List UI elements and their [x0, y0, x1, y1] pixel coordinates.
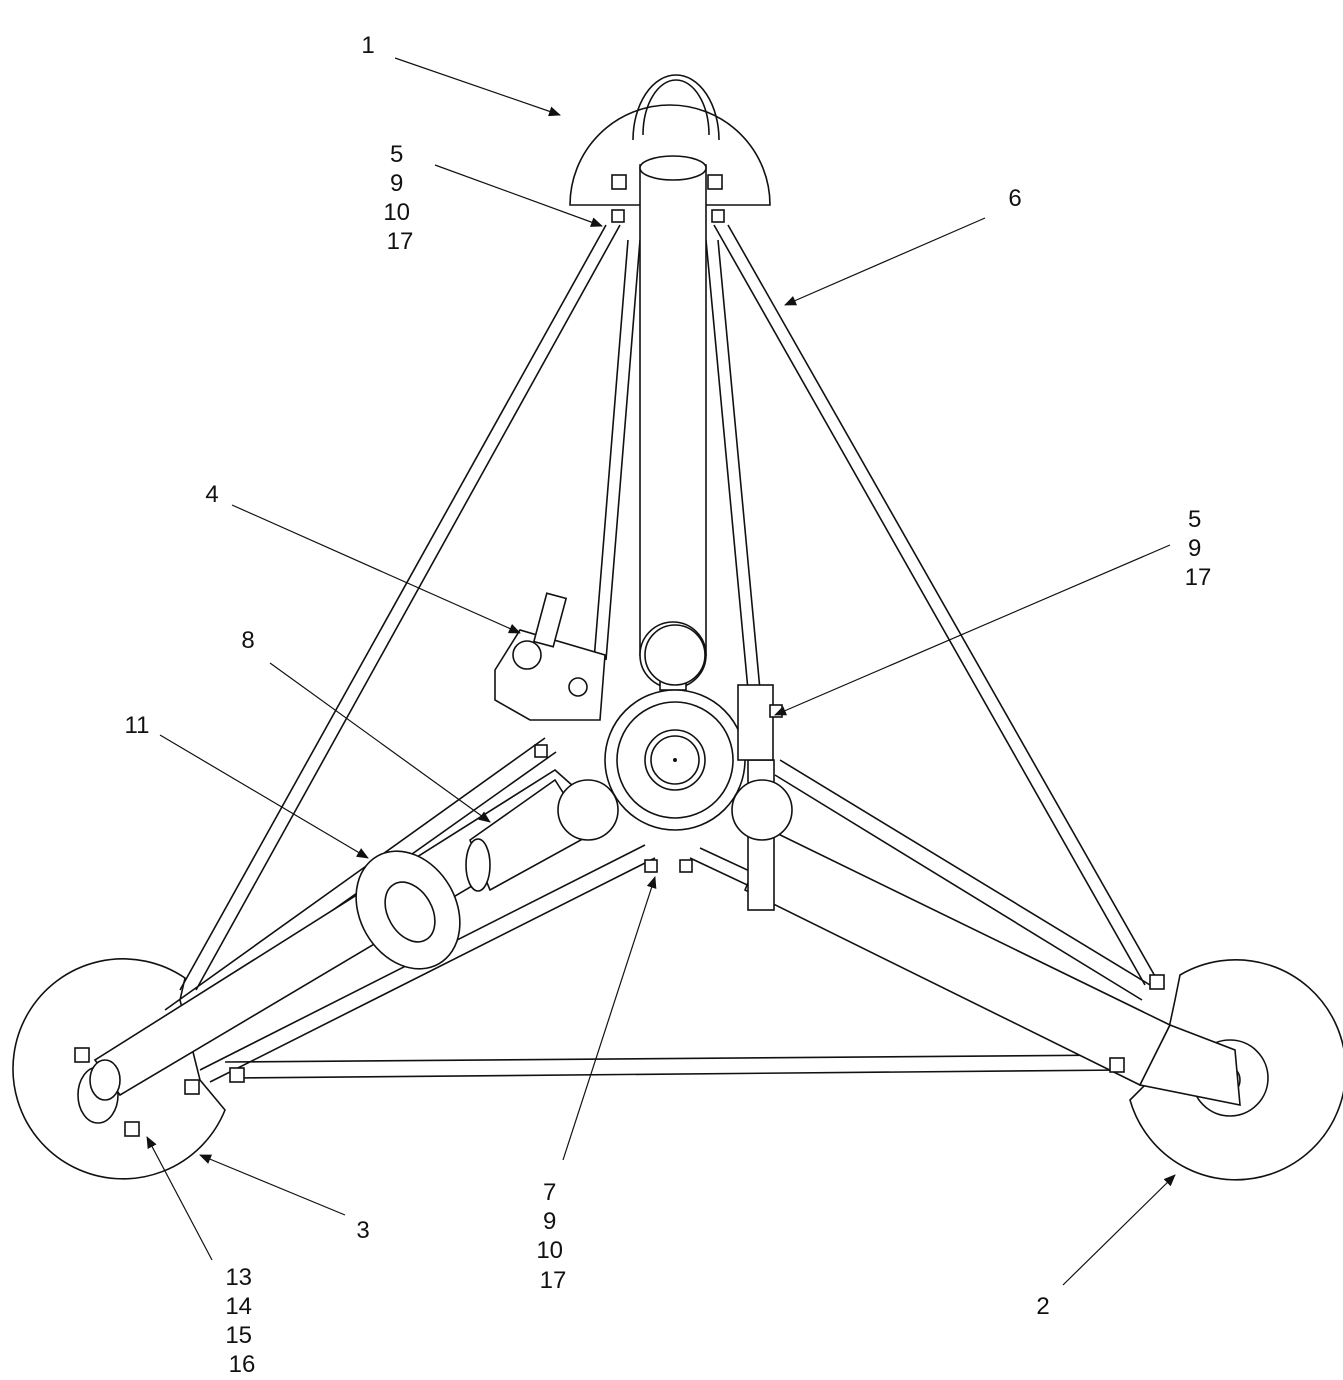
- leader-lines: [146, 57, 1176, 1286]
- callout-6: 6: [1008, 185, 1021, 212]
- scope-mount: [355, 850, 461, 970]
- callout-1: 1: [361, 32, 374, 59]
- valve-block: [494, 592, 774, 761]
- callout-11: 11: [125, 712, 150, 739]
- leg-right: [743, 759, 1241, 1106]
- leg-left: [89, 769, 602, 1101]
- leg-top: [639, 155, 707, 691]
- callout-4: 4: [205, 481, 218, 508]
- bolts: [74, 174, 1165, 1137]
- callout-5-9-10-17-top: 5 9 10 17: [383, 141, 416, 255]
- callout-13-14-15-16: 13 14 15 16: [225, 1264, 258, 1378]
- callout-2: 2: [1036, 1293, 1049, 1320]
- callout-labels: 1 5 9 10 17 6 4 5 9 17 8 11 7 9 10 17 3 …: [125, 32, 1212, 1378]
- callout-8: 8: [241, 627, 254, 654]
- center-hub: [557, 624, 793, 841]
- callout-5-9-17-right: 5 9 17: [1185, 506, 1212, 591]
- callout-7-9-10-17-bottom: 7 9 10 17: [536, 1179, 569, 1294]
- callout-3: 3: [356, 1217, 369, 1244]
